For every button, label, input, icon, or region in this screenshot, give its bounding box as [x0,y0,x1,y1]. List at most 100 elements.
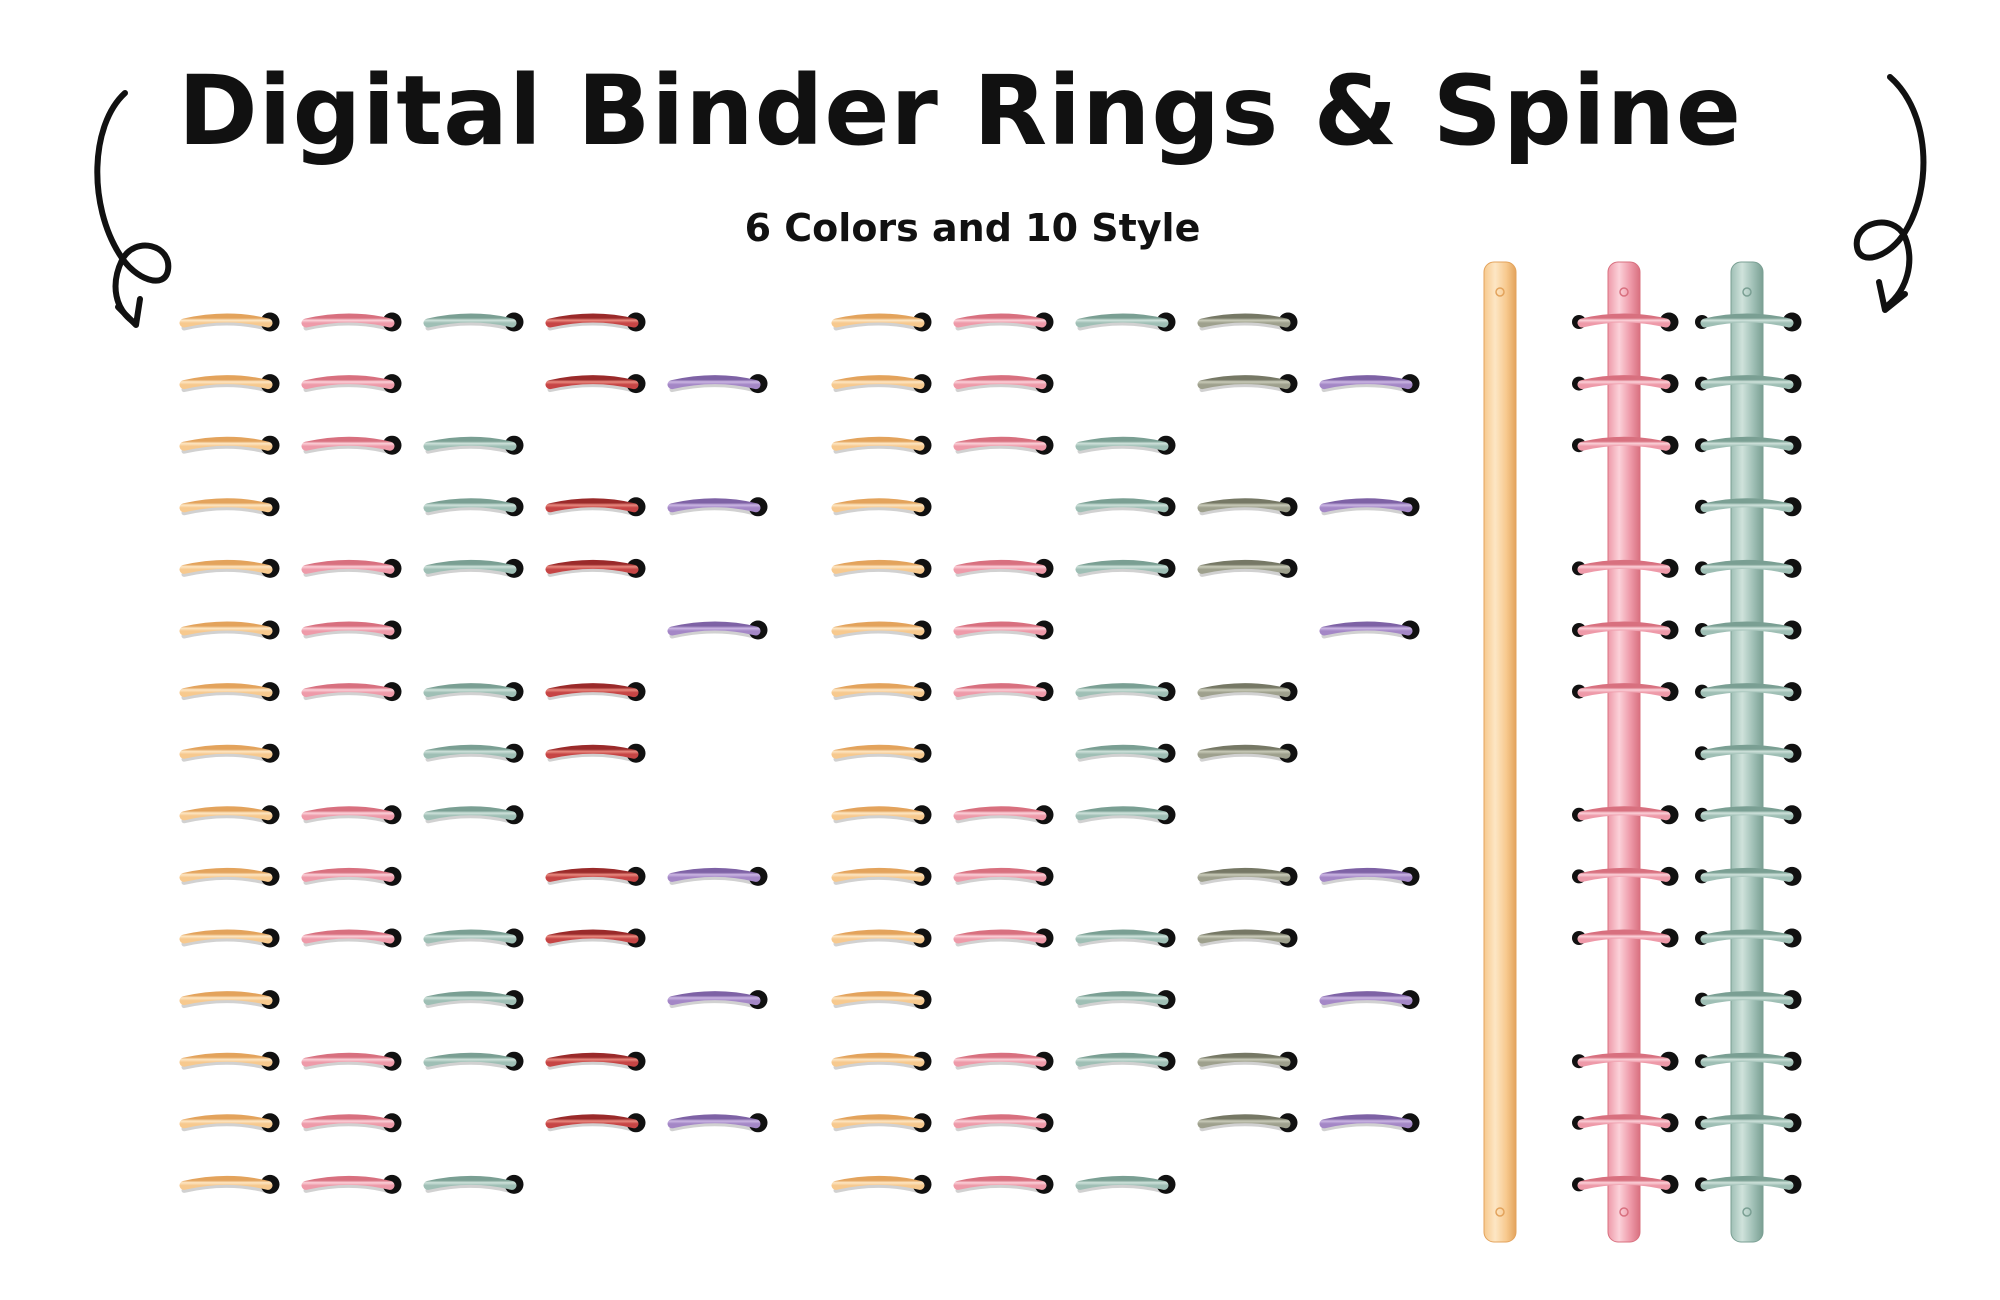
binder-ring-pink [953,805,1054,825]
binder-ring-red [545,1113,646,1133]
binder-ring-pink [953,1113,1054,1133]
ring-column [1197,312,1298,1133]
binder-ring-red [545,866,646,886]
binder-ring-pink [953,558,1054,578]
binder-ring-peach [179,435,280,455]
binder-ring-peach [179,620,280,640]
binder-ring-sage [423,928,524,948]
spine-ring [1572,805,1679,825]
binder-ring-pink [953,866,1054,886]
spine-ring [1695,928,1802,948]
binder-ring-peach [831,990,932,1010]
spine-ring [1695,743,1802,763]
binder-ring-pink [301,1051,402,1071]
spine-ring [1695,1051,1802,1071]
binder-ring-purple [667,1113,768,1133]
binder-ring-peach [179,312,280,332]
binder-ring-peach [831,435,932,455]
spine-ring [1695,312,1802,332]
binder-ring-olive [1197,558,1298,578]
spine-ring [1695,682,1802,702]
spine-ring [1695,990,1802,1010]
binder-ring-peach [179,990,280,1010]
binder-ring-peach [179,1051,280,1071]
binder-ring-olive [1197,928,1298,948]
binder-spine-peach [1483,261,1517,1243]
binder-ring-peach [179,928,280,948]
binder-ring-olive [1197,497,1298,517]
spine-ring [1572,312,1679,332]
binder-ring-purple [667,866,768,886]
binder-ring-peach [179,374,280,394]
binder-ring-red [545,743,646,763]
binder-ring-pink [953,1174,1054,1194]
binder-ring-pink [953,620,1054,640]
binder-ring-sage [423,1174,524,1194]
binder-ring-pink [301,928,402,948]
ring-grid [179,312,1420,1194]
binder-ring-sage [1075,682,1176,702]
binder-ring-peach [831,558,932,578]
binder-ring-peach [179,497,280,517]
ring-column [831,312,932,1194]
binder-ring-pink [301,435,402,455]
binder-ring-sage [423,743,524,763]
spine-ring [1695,558,1802,578]
ring-column [1319,374,1420,1133]
binder-ring-pink [301,805,402,825]
binder-ring-pink [301,682,402,702]
spine-ring [1572,558,1679,578]
ring-column [1075,312,1176,1194]
binder-ring-red [545,682,646,702]
binder-ring-red [545,1051,646,1071]
page-title: Digital Binder Rings & Spine [177,55,1743,167]
binder-ring-pink [301,1113,402,1133]
spine-ring [1695,1174,1802,1194]
spine-ring [1572,866,1679,886]
binder-ring-peach [831,682,932,702]
binder-ring-peach [831,1113,932,1133]
binder-ring-red [545,374,646,394]
binder-ring-sage [423,682,524,702]
binder-ring-peach [831,497,932,517]
binder-ring-olive [1197,1051,1298,1071]
binder-ring-sage [1075,497,1176,517]
binder-ring-purple [667,620,768,640]
binder-ring-peach [831,866,932,886]
binder-ring-red [545,558,646,578]
binder-ring-pink [301,312,402,332]
spine-ring [1695,374,1802,394]
page-subtitle: 6 Colors and 10 Style [744,206,1201,250]
binder-ring-purple [1319,620,1420,640]
binder-ring-sage [1075,558,1176,578]
spine-bar [1483,261,1517,1243]
binder-ring-sage [1075,1051,1176,1071]
ring-column [953,312,1054,1194]
binder-ring-peach [179,805,280,825]
binder-ring-purple [1319,374,1420,394]
binder-ring-sage [1075,990,1176,1010]
spine-ring [1572,620,1679,640]
binder-ring-peach [179,743,280,763]
binder-ring-sage [423,558,524,578]
binder-ring-purple [1319,866,1420,886]
binder-ring-peach [831,1051,932,1071]
spine-ring [1695,805,1802,825]
binder-ring-sage [423,805,524,825]
binder-ring-sage [423,497,524,517]
spine-ring [1695,1113,1802,1133]
spine-ring [1572,1174,1679,1194]
binder-ring-sage [1075,743,1176,763]
spine-ring [1572,374,1679,394]
binder-ring-peach [831,805,932,825]
binder-ring-pink [301,866,402,886]
binder-ring-olive [1197,1113,1298,1133]
binder-ring-pink [301,558,402,578]
binder-ring-peach [831,620,932,640]
binder-ring-sage [1075,1174,1176,1194]
binder-ring-purple [667,374,768,394]
binder-ring-purple [1319,1113,1420,1133]
binder-ring-red [545,928,646,948]
binder-ring-pink [301,620,402,640]
binder-ring-sage [1075,805,1176,825]
